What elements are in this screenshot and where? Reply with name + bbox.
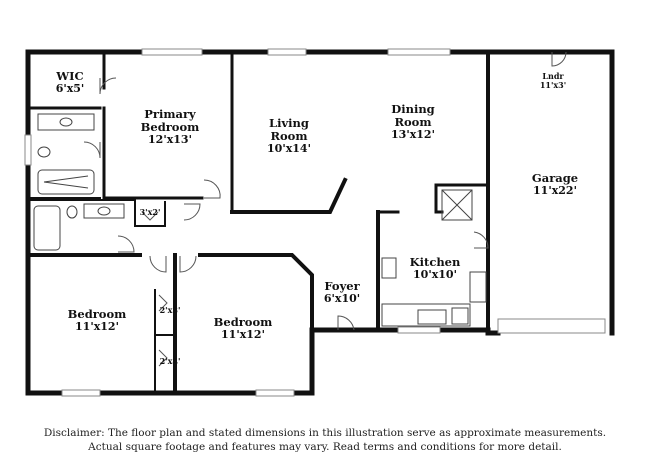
primary-name-2: Bedroom bbox=[140, 119, 200, 134]
laundry-dims: 11'x3' bbox=[539, 79, 567, 90]
fridge bbox=[469, 271, 487, 303]
pantry-box bbox=[441, 189, 473, 221]
laundry-name: Lndr bbox=[542, 71, 564, 81]
window-bedroom-left bbox=[61, 389, 101, 397]
kitchen-dims: 10'x10' bbox=[413, 267, 457, 281]
label-laundry: Lndr 11'x3' bbox=[538, 72, 568, 90]
window-living bbox=[267, 48, 307, 56]
pantry-x bbox=[441, 189, 473, 221]
dining-name-2: Room bbox=[394, 114, 432, 129]
dishwasher bbox=[451, 307, 469, 325]
door-front bbox=[337, 315, 355, 331]
label-hall-closet: 3'x2' bbox=[136, 208, 164, 217]
closet-upper-dims: 2'x3' bbox=[159, 305, 181, 315]
bedroom-right-dims: 11'x12' bbox=[221, 327, 265, 341]
bedroom-left-dims: 11'x12' bbox=[75, 319, 119, 333]
toilet-hall bbox=[66, 205, 78, 219]
label-bedroom-right: Bedroom 11'x12' bbox=[208, 316, 278, 341]
foyer-name: Foyer bbox=[324, 279, 360, 293]
door-laundry bbox=[551, 51, 567, 67]
kitchen-counter bbox=[381, 303, 471, 327]
door-wic bbox=[99, 77, 117, 95]
wall-pantry bbox=[434, 183, 444, 214]
bedroom-right-name: Bedroom bbox=[213, 315, 273, 329]
label-bedroom-left: Bedroom 11'x12' bbox=[62, 308, 132, 333]
foyer-dims: 6'x10' bbox=[323, 291, 361, 305]
closet-door-3 bbox=[141, 211, 159, 221]
primary-dims: 12'x13' bbox=[148, 132, 192, 146]
bathtub-primary bbox=[37, 169, 95, 195]
living-name-1: Living bbox=[269, 116, 309, 130]
living-dims: 10'x14' bbox=[267, 141, 311, 155]
door-primary bbox=[203, 179, 221, 199]
sink-hall bbox=[97, 206, 111, 216]
wall-living-bottom bbox=[230, 177, 348, 214]
door-garage bbox=[473, 231, 489, 249]
dining-name-1: Dining bbox=[391, 102, 435, 116]
hall-closet-dims: 3'x2' bbox=[139, 207, 161, 217]
label-wic: WIC 6'x5' bbox=[50, 70, 90, 95]
dining-dims: 13'x12' bbox=[391, 127, 435, 141]
disclaimer-line-1: Disclaimer: The floor plan and stated di… bbox=[43, 427, 607, 439]
wic-dims: 6'x5' bbox=[55, 81, 85, 95]
door-bath2 bbox=[117, 235, 135, 253]
window-kitchen bbox=[397, 326, 441, 334]
vanity-primary bbox=[37, 113, 95, 131]
disclaimer-line-2: Actual square footage and features may v… bbox=[88, 441, 562, 453]
primary-name-1: Primary bbox=[144, 107, 196, 121]
toilet-primary bbox=[37, 146, 51, 158]
window-dining bbox=[387, 48, 451, 56]
closet-lower-dims: 2'x4' bbox=[159, 356, 181, 366]
kitchen-name: Kitchen bbox=[409, 255, 461, 269]
door-bedroom-right bbox=[179, 255, 197, 273]
kitchen-sink bbox=[417, 309, 447, 325]
window-bedroom-right bbox=[255, 389, 295, 397]
door-hall-closet bbox=[183, 203, 201, 221]
label-closet-lower: 2'x4' bbox=[157, 357, 183, 366]
door-bath bbox=[83, 141, 101, 159]
garage-dims: 11'x22' bbox=[533, 183, 577, 197]
label-closet-upper: 2'x3' bbox=[157, 306, 183, 315]
window-primary bbox=[141, 48, 203, 56]
window-bath bbox=[24, 134, 32, 166]
shower-lines bbox=[43, 175, 89, 189]
door-bedroom-left bbox=[149, 255, 167, 273]
sink-primary bbox=[59, 117, 73, 127]
label-dining-room: Dining Room 13'x12' bbox=[378, 103, 448, 141]
garage-name: Garage bbox=[531, 171, 579, 185]
closet-door-2 bbox=[158, 349, 168, 367]
label-living-room: Living Room 10'x14' bbox=[254, 117, 324, 155]
wic-name: WIC bbox=[56, 69, 84, 83]
garage-door bbox=[497, 318, 606, 334]
bedroom-left-name: Bedroom bbox=[67, 307, 127, 321]
stove bbox=[381, 257, 397, 279]
wall-hall-bedrooms bbox=[198, 253, 314, 332]
living-name-2: Room bbox=[270, 128, 308, 143]
closet-door-1 bbox=[158, 294, 168, 312]
label-kitchen: Kitchen 10'x10' bbox=[400, 256, 470, 281]
label-foyer: Foyer 6'x10' bbox=[316, 280, 368, 305]
bathtub-hall bbox=[33, 205, 61, 251]
label-garage: Garage 11'x22' bbox=[520, 172, 590, 197]
vanity-hall bbox=[83, 203, 125, 219]
label-primary-bedroom: Primary Bedroom 12'x13' bbox=[130, 108, 210, 146]
